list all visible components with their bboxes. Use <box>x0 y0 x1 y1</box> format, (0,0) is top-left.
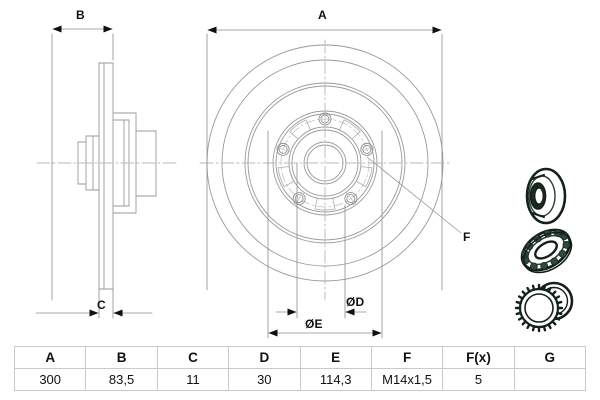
front-view-centerlines <box>199 39 453 301</box>
label-e-letter: E <box>314 317 323 331</box>
label-dimension-e: ØE <box>305 317 323 331</box>
table-value-fx: 5 <box>442 368 515 391</box>
table-value-c: 11 <box>156 368 230 391</box>
table-header-f: F <box>370 346 444 369</box>
table-header-g: G <box>513 346 587 369</box>
table-value-row: 300 83,5 11 30 114,3 M14x1,5 5 <box>13 368 587 391</box>
table-value-a: 300 <box>13 368 87 391</box>
label-dimension-f: F <box>463 230 471 244</box>
table-header-row: A B C D E F F(x) G <box>13 346 587 369</box>
diameter-symbol-d: Ø <box>346 295 356 309</box>
side-section-view <box>77 62 157 290</box>
leader-f <box>366 156 462 234</box>
label-dimension-b: B <box>76 8 85 22</box>
table-header-c: C <box>156 346 230 369</box>
brake-disc-thumbnail <box>525 167 567 225</box>
dimension-c <box>35 288 153 319</box>
wheel-bearing-thumbnail <box>520 228 573 274</box>
table-header-d: D <box>228 346 301 369</box>
table-header-fx: F(x) <box>442 346 515 369</box>
table-value-d: 30 <box>228 368 301 391</box>
table-value-e: 114,3 <box>299 368 372 391</box>
label-dimension-a: A <box>318 8 327 22</box>
specification-table: A B C D E F F(x) G 300 83,5 11 30 114,3 … <box>13 346 587 391</box>
diameter-symbol-e: Ø <box>305 317 315 331</box>
dimension-b <box>51 25 114 301</box>
table-header-b: B <box>85 346 158 369</box>
abs-ring-thumbnail <box>514 281 574 333</box>
table-header-a: A <box>13 346 87 369</box>
label-dimension-c: C <box>97 298 106 312</box>
table-header-e: E <box>299 346 372 369</box>
table-value-g <box>513 368 587 391</box>
label-dimension-d: ØD <box>346 295 364 309</box>
table-value-f: M14x1,5 <box>370 368 444 391</box>
hub-pockets <box>277 119 373 211</box>
dimension-e <box>267 130 383 339</box>
dimension-a <box>206 26 443 291</box>
table-value-b: 83,5 <box>85 368 158 391</box>
dimension-d <box>275 162 367 319</box>
label-d-letter: D <box>355 295 365 309</box>
